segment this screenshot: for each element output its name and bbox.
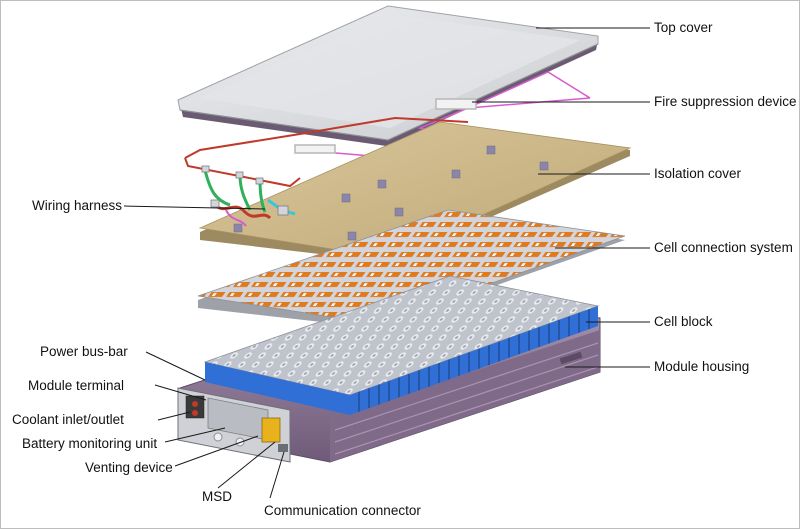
label-cell-connection-system: Cell connection system xyxy=(654,240,793,255)
top-cover xyxy=(177,5,599,146)
label-module-terminal: Module terminal xyxy=(28,378,125,393)
isolation-cover xyxy=(198,121,632,262)
label-msd: MSD xyxy=(202,489,232,504)
label-power-bus-bar: Power bus-bar xyxy=(40,344,128,359)
cell-block xyxy=(203,275,600,415)
front-end-components xyxy=(177,387,291,463)
wiring-harness xyxy=(184,116,469,227)
label-battery-monitoring-unit: Battery monitoring unit xyxy=(22,436,158,451)
label-module-housing: Module housing xyxy=(654,359,750,374)
cell-connection-system xyxy=(197,209,626,328)
label-fire-suppression-device: Fire suppression device xyxy=(654,94,797,109)
label-wiring-harness: Wiring harness xyxy=(32,198,123,213)
label-cell-block: Cell block xyxy=(654,314,713,329)
label-communication-connector: Communication connector xyxy=(264,503,421,518)
leader-lines xyxy=(123,27,650,499)
label-venting-device: Venting device xyxy=(85,460,173,475)
fire-suppression-device xyxy=(294,71,591,159)
label-isolation-cover: Isolation cover xyxy=(654,166,742,181)
label-top-cover: Top cover xyxy=(654,20,713,35)
label-coolant-inlet-outlet: Coolant inlet/outlet xyxy=(12,412,124,427)
